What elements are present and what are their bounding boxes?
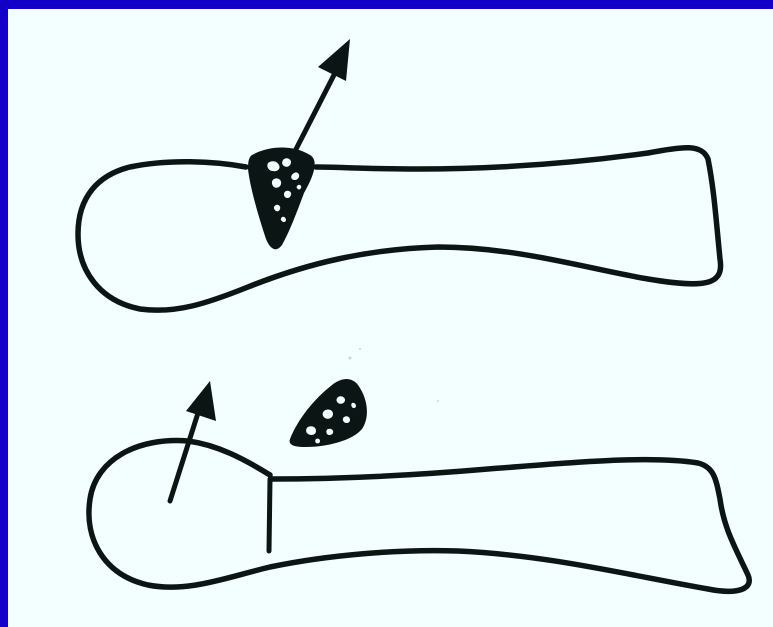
bottom-bone-outline	[89, 441, 749, 592]
bottom-arrow-head	[186, 381, 216, 421]
bottom-fracture-line	[269, 479, 270, 551]
bottom-arrow-shaft	[170, 413, 198, 501]
top-arrow-head	[318, 39, 350, 81]
bone-fracture-diagram	[8, 9, 773, 627]
diagram-panel	[8, 9, 773, 627]
top-arrow-shaft	[292, 75, 334, 157]
top-wedge-fragment	[248, 148, 315, 250]
top-bone-outline	[78, 148, 721, 311]
top-diagram	[78, 39, 721, 310]
bottom-diagram	[89, 379, 749, 591]
